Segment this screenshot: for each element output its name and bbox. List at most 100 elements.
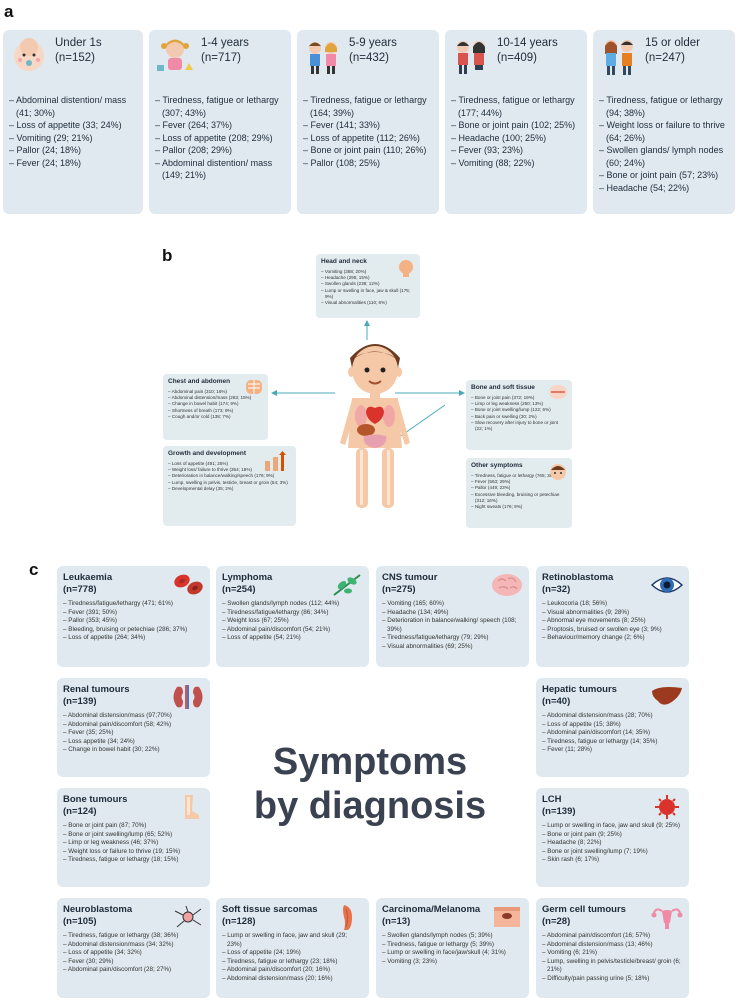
list-item: Abdominal pain/discomfort (28; 27%) [63, 966, 204, 975]
sick-face-icon [550, 464, 566, 480]
list-item: Loss of appetite (34; 32%) [63, 949, 204, 958]
diagnosis-n: (n=40) [542, 695, 571, 707]
liver-icon [652, 687, 682, 705]
list-item: Bone or joint pain (110; 26%) [303, 144, 433, 157]
symptom-list: Bone or joint pain (372; 19%) Limp or le… [471, 395, 567, 432]
list-item: Deterioration in balance/walking/speech … [168, 473, 291, 479]
brain-icon [492, 574, 522, 596]
diagnosis-name: Neuroblastoma [63, 904, 133, 915]
list-item: Loss of appetite (491; 25%) [168, 461, 291, 467]
diagnosis-card-lymphoma: Lymphoma (n=254) Swollen glands/lymph no… [216, 566, 369, 667]
joint-icon [549, 385, 567, 399]
symptom-list: Lump or swelling in face, jaw and skull … [222, 932, 363, 984]
neuron-icon [174, 905, 202, 928]
teenagers-icon [605, 40, 633, 75]
list-item: Fever (93; 23%) [451, 144, 581, 157]
list-item: Abdominal pain/discomfort (54; 21%) [222, 626, 363, 635]
list-item: Bone or joint pain (87; 70%) [63, 822, 204, 831]
list-item: Abdominal distension/mass (28; 70%) [542, 712, 683, 721]
list-item: Leukocoria (18; 56%) [542, 600, 683, 609]
diagnosis-card-bone-tumours: Bone tumours (n=124) Bone or joint pain … [57, 788, 210, 887]
diagnosis-card-retinoblastoma: Retinoblastoma (n=32) Leukocoria (18; 56… [536, 566, 689, 667]
children-icon [309, 42, 337, 74]
list-item: Back pain or swelling (30; 2%) [471, 414, 567, 420]
diagnosis-name: Bone tumours [63, 794, 128, 805]
list-item: Change in bowel habit (30; 22%) [63, 746, 204, 755]
list-item: Swollen glands (238; 12%) [321, 281, 415, 287]
region-title: Other symptoms [471, 462, 523, 469]
list-item: Abdominal pain/discomfort (20; 16%) [222, 966, 363, 975]
symptom-list: Tiredness, fatigue or lethargy (38; 36%)… [63, 932, 204, 975]
list-item: Swollen glands/lymph nodes (5; 39%) [382, 932, 523, 941]
list-item: Tiredness, fatigue or lethargy (94; 38%) [599, 94, 729, 119]
age-group-card-15-plus: 15 or older(n=247) Tiredness, fatigue or… [593, 30, 735, 214]
schoolchildren-icon [457, 41, 485, 74]
region-title: Bone and soft tissue [471, 384, 535, 391]
list-item: Vomiting (388; 20%) [321, 269, 415, 275]
symptom-list: Bone or joint pain (87; 70%) Bone or joi… [63, 822, 204, 865]
panel-c-label: c [29, 560, 39, 579]
age-group-card-10-14: 10-14 years(n=409) Tiredness, fatigue or… [445, 30, 587, 214]
diagnosis-n: (n=275) [382, 583, 416, 595]
diagnosis-card-hepatic-tumours: Hepatic tumours (n=40) Abdominal distens… [536, 678, 689, 777]
diagnosis-n: (n=139) [63, 695, 97, 707]
list-item: Swollen glands/ lymph nodes (60; 24%) [599, 144, 729, 169]
age-group-n: (n=409) [497, 52, 537, 64]
child-body-illustration [340, 344, 410, 508]
list-item: Loss of appetite (54; 21%) [222, 634, 363, 643]
age-group-n: (n=717) [201, 52, 241, 64]
symptom-list: Lump or swelling in face, jaw and skull … [542, 822, 683, 865]
list-item: Weight loss or failure to thrive (64; 26… [599, 119, 729, 144]
virus-cell-icon [655, 795, 679, 819]
list-item: Vomiting (29; 21%) [9, 132, 137, 145]
diagnosis-card-cns-tumour: CNS tumour (n=275) Vomiting (165; 60%) H… [376, 566, 529, 667]
list-item: Bone or joint pain (372; 19%) [471, 395, 567, 401]
list-item: Lump, swelling in pelvis/testicle/breast… [542, 958, 683, 975]
symptom-list: Tiredness, fatigue or lethargy (307; 43%… [155, 94, 285, 182]
list-item: Fever (141; 33%) [303, 119, 433, 132]
skin-lesion-icon [494, 907, 520, 927]
list-item: Limp or leg weakness (46; 37%) [63, 839, 204, 848]
list-item: Abdominal pain/discomfort (58; 42%) [63, 721, 204, 730]
diagnosis-n: (n=105) [63, 915, 97, 927]
list-item: Fever (264; 37%) [155, 119, 285, 132]
list-item: Tiredness, fatigue or lethargy (5; 39%) [382, 941, 523, 950]
list-item: Loss of appetite (112; 26%) [303, 132, 433, 145]
region-title: Head and neck [321, 258, 367, 265]
symptom-list: Tiredness, fatigue or lethargy (765; 39%… [471, 473, 567, 510]
symptom-list: Tiredness, fatigue or lethargy (177; 44%… [451, 94, 581, 169]
body-region-head-neck: Head and neck Vomiting (388; 20%) Headac… [316, 254, 420, 318]
growth-chart-icon [265, 451, 286, 471]
age-group-n: (n=152) [55, 52, 95, 64]
list-item: Visual abnormalities (69; 25%) [382, 643, 523, 652]
list-item: Bone or joint pain (9; 25%) [542, 831, 683, 840]
list-item: Tiredness, fatigue or lethargy (164; 39%… [303, 94, 433, 119]
diagnosis-n: (n=28) [542, 915, 571, 927]
age-group-card-5-9: 5-9 years(n=432) Tiredness, fatigue or l… [297, 30, 439, 214]
list-item: Headache (295; 15%) [321, 275, 415, 281]
list-item: Tiredness, fatigue or lethargy (18; 15%) [63, 856, 204, 865]
list-item: Fever (24; 18%) [9, 157, 137, 170]
diagnosis-card-renal-tumours: Renal tumours (n=139) Abdominal distensi… [57, 678, 210, 777]
age-group-title: Under 1s [55, 37, 102, 49]
list-item: Visual abnormalities (110; 6%) [321, 300, 415, 306]
center-title-line2: by diagnosis [253, 785, 487, 827]
list-item: Behaviour/memory change (2; 6%) [542, 634, 683, 643]
list-item: Vomiting (6; 21%) [542, 949, 683, 958]
list-item: Abdominal distension/mass (97;70%) [63, 712, 204, 721]
diagnosis-n: (n=778) [63, 583, 97, 595]
diagnosis-name: Carcinoma/Melanoma [382, 904, 481, 915]
list-item: Pallor (208; 29%) [155, 144, 285, 157]
panel-a-label: a [4, 2, 14, 21]
uterus-icon [651, 908, 683, 929]
diagnosis-name: Soft tissue sarcomas [222, 904, 318, 915]
symptom-list: Abdominal pain/discomfort (16; 57%) Abdo… [542, 932, 683, 984]
symptom-list: Vomiting (165; 60%) Headache (134; 49%) … [382, 600, 523, 652]
list-item: Bone or joint swelling/lump (65; 52%) [63, 831, 204, 840]
list-item: Tiredness/fatigue/lethargy (471; 61%) [63, 600, 204, 609]
blood-cells-icon [174, 574, 203, 595]
list-item: Lump or swelling in face, jaw and skull … [222, 932, 363, 949]
list-item: Lump or swelling in face, jaw and skull … [542, 822, 683, 831]
body-region-bone-soft-tissue: Bone and soft tissue Bone or joint pain … [466, 380, 572, 450]
body-region-growth-development: Growth and development Loss of appetite … [163, 446, 296, 526]
